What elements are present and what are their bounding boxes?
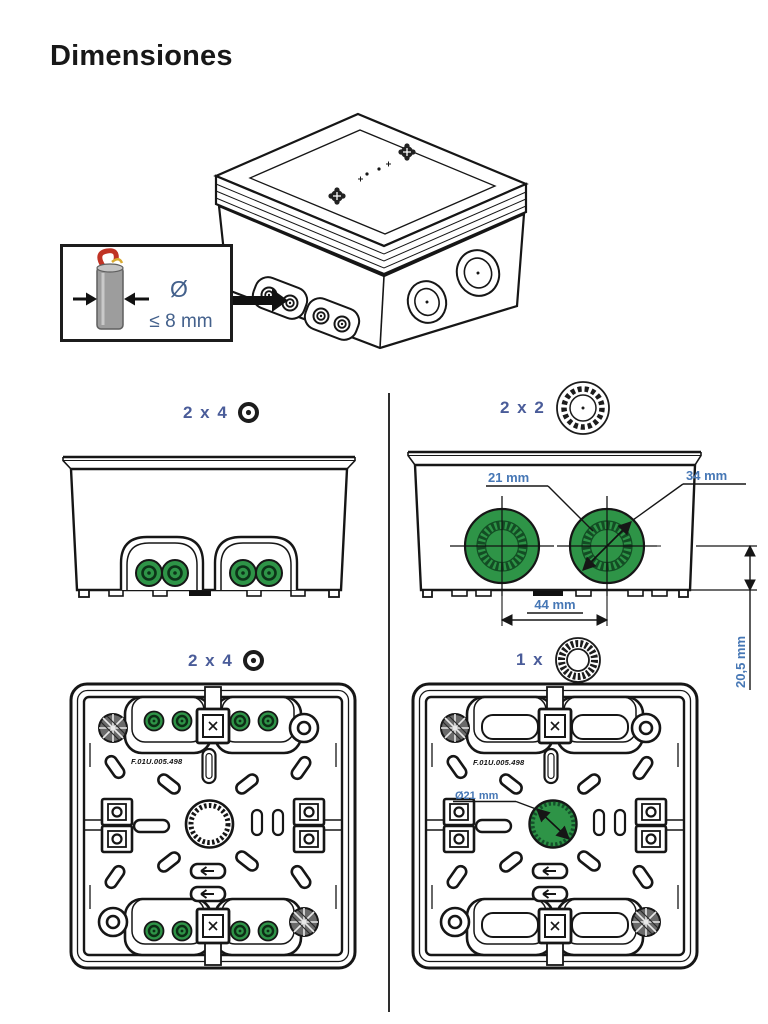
diameter-symbol: Ø bbox=[170, 276, 188, 302]
molded-part-code: F.01U.005.498 bbox=[131, 757, 183, 766]
corner-boss-hatched bbox=[631, 907, 661, 937]
cable-icon bbox=[96, 248, 124, 330]
side-knockout-right bbox=[557, 496, 657, 596]
membrane-ring-icon bbox=[555, 637, 602, 683]
dim-center-hole: Ø21 mm bbox=[455, 790, 499, 802]
dim-knockout-outer: 34 mm bbox=[686, 468, 727, 483]
count-text: 2 x 2 bbox=[500, 398, 546, 417]
isometric-box-drawing bbox=[213, 112, 529, 350]
front-view-drawing bbox=[62, 455, 356, 598]
corner-boss-hatched bbox=[440, 713, 470, 743]
inside-view-right-drawing: Ø21 mm F.01U.005.498 bbox=[411, 682, 699, 970]
small-grommet-icon bbox=[238, 402, 260, 423]
inside-view-left-drawing: F.01U.005.498 bbox=[69, 682, 357, 970]
iso-knockout-large bbox=[455, 249, 501, 297]
dim-knockout-inner: 21 mm bbox=[488, 470, 529, 485]
callout-pointer-arrow bbox=[232, 289, 288, 312]
column-divider bbox=[388, 393, 390, 1012]
side-view-drawing: 21 mm 34 mm 44 mm 20,5 mm bbox=[407, 450, 757, 690]
corner-boss-hatched bbox=[289, 907, 319, 937]
corner-boss-ring bbox=[439, 906, 471, 938]
count-text: 2 x 4 bbox=[183, 402, 229, 422]
center-membrane-green bbox=[528, 799, 578, 849]
inside-right-count-label: 1 x bbox=[516, 634, 603, 686]
corner-boss-ring bbox=[630, 712, 662, 744]
molded-part-code: F.01U.005.498 bbox=[473, 758, 525, 767]
front-grommets bbox=[135, 559, 283, 587]
side-knockout-left bbox=[450, 496, 554, 596]
diameter-limit-text: ≤ 8 mm bbox=[149, 311, 212, 332]
count-text: 2 x 4 bbox=[188, 650, 234, 670]
round-knockout-icon bbox=[556, 381, 611, 435]
dim-bottom-offset: 20,5 mm bbox=[733, 636, 748, 688]
iso-knockout-small bbox=[406, 280, 448, 324]
count-text: 1 x bbox=[516, 650, 545, 669]
corner-boss-ring bbox=[288, 712, 320, 744]
center-knockout-open bbox=[184, 799, 235, 849]
inside-left-count-label: 2 x 4 bbox=[188, 649, 265, 672]
side-view-count-label: 2 x 2 bbox=[500, 379, 612, 437]
dim-center-spacing: 44 mm bbox=[534, 597, 575, 612]
width-arrows-icon bbox=[73, 292, 149, 306]
corner-boss-ring bbox=[97, 906, 129, 938]
corner-boss-hatched bbox=[98, 713, 128, 743]
cable-diameter-callout: Ø ≤ 8 mm bbox=[60, 244, 233, 342]
front-view-count-label: 2 x 4 bbox=[183, 401, 260, 424]
page-title: Dimensiones bbox=[50, 40, 233, 72]
small-grommet-icon bbox=[243, 650, 265, 671]
